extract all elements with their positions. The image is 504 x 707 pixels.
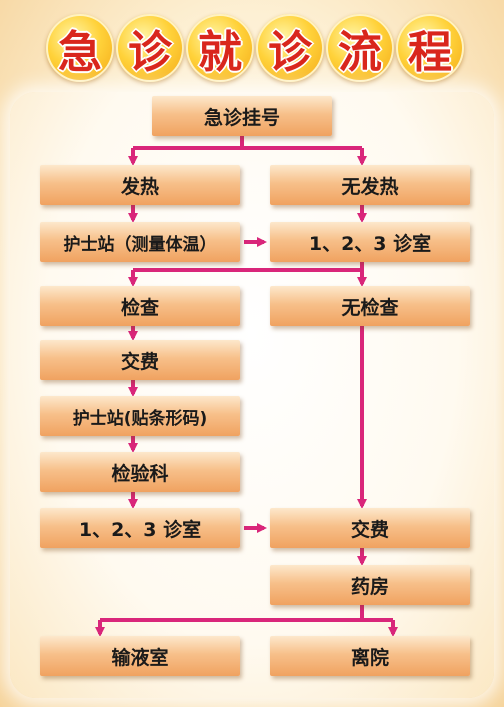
node-no-fever: 无发热 [270, 165, 470, 205]
title-char-3: 就 [186, 14, 254, 82]
node-nurse-temperature: 护士站（测量体温） [40, 222, 240, 262]
node-clinic-right: 1、2、3 诊室 [270, 222, 470, 262]
title-char-5: 流 [326, 14, 394, 82]
node-fever: 发热 [40, 165, 240, 205]
node-exam: 检查 [40, 286, 240, 326]
node-lab: 检验科 [40, 452, 240, 492]
node-discharge: 离院 [270, 636, 470, 676]
title-char-2: 诊 [116, 14, 184, 82]
title-char-6: 程 [396, 14, 464, 82]
connector-clinic-split [133, 262, 364, 272]
node-no-exam: 无检查 [270, 286, 470, 326]
title-char-4: 诊 [256, 14, 324, 82]
node-nurse-barcode: 护士站(贴条形码) [40, 396, 240, 436]
connector-pharmacy-split [100, 605, 393, 622]
connector-registration-split [133, 135, 362, 150]
node-registration: 急诊挂号 [152, 96, 332, 136]
node-pay-right: 交费 [270, 508, 470, 548]
page-title: 急 诊 就 诊 流 程 [0, 8, 504, 88]
node-clinic-left: 1、2、3 诊室 [40, 508, 240, 548]
node-pharmacy: 药房 [270, 565, 470, 605]
title-char-1: 急 [46, 14, 114, 82]
node-infusion: 输液室 [40, 636, 240, 676]
node-pay-left: 交费 [40, 340, 240, 380]
